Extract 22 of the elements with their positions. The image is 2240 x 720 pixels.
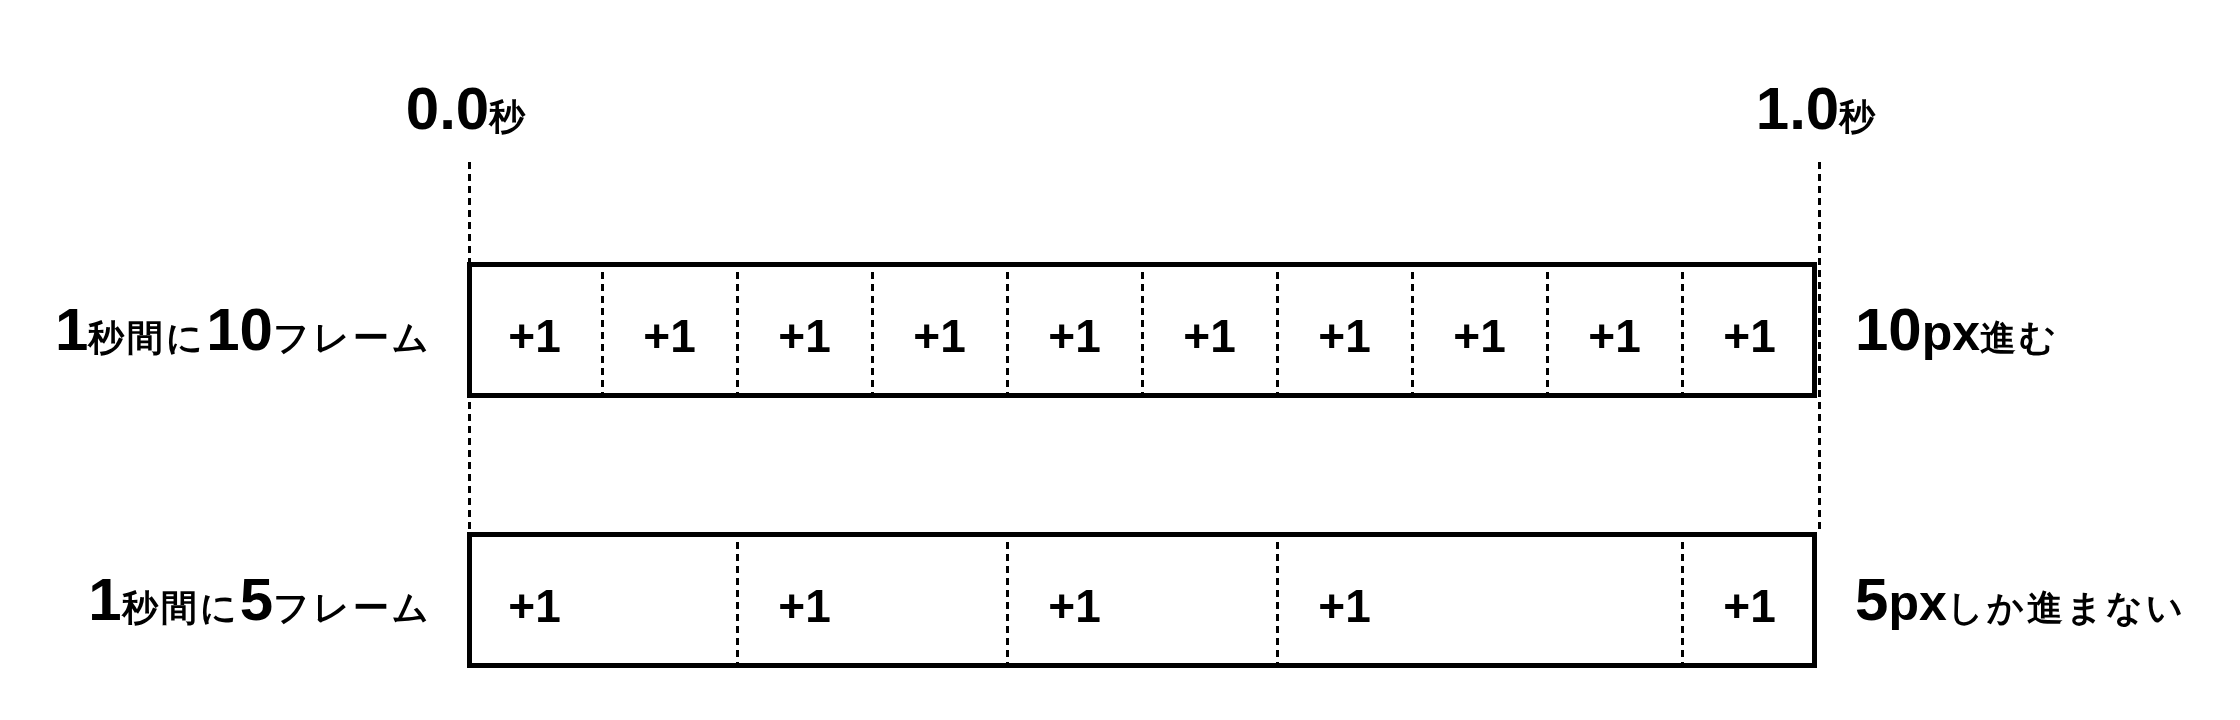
timeline-bar — [467, 532, 1817, 668]
frame-increment-label: +1 — [778, 583, 831, 629]
frame-increment-label: +1 — [1723, 583, 1776, 629]
frame-increment-label: +1 — [913, 313, 966, 359]
distance-label: 10px進む — [1855, 300, 2060, 360]
frame-increment-label: +1 — [1048, 583, 1101, 629]
frame-increment-label: +1 — [1453, 313, 1506, 359]
frame-increment-label: +1 — [508, 313, 561, 359]
frame-increment-label: +1 — [778, 313, 831, 359]
frame-increment-label: +1 — [1588, 313, 1641, 359]
frame-increment-label: +1 — [1318, 313, 1371, 359]
frame-increment-label: +1 — [508, 583, 561, 629]
distance-label: 5pxしか進まない — [1855, 570, 2186, 630]
time-label: 0.0秒 — [405, 79, 529, 139]
time-label: 1.0秒 — [1755, 79, 1879, 139]
timeline-bar — [467, 262, 1817, 398]
frame-increment-label: +1 — [1723, 313, 1776, 359]
frame-rate-label: 1秒間に5フレーム — [88, 570, 432, 630]
frame-increment-label: +1 — [1318, 583, 1371, 629]
frame-increment-label: +1 — [643, 313, 696, 359]
frame-increment-label: +1 — [1183, 313, 1236, 359]
frame-increment-label: +1 — [1048, 313, 1101, 359]
